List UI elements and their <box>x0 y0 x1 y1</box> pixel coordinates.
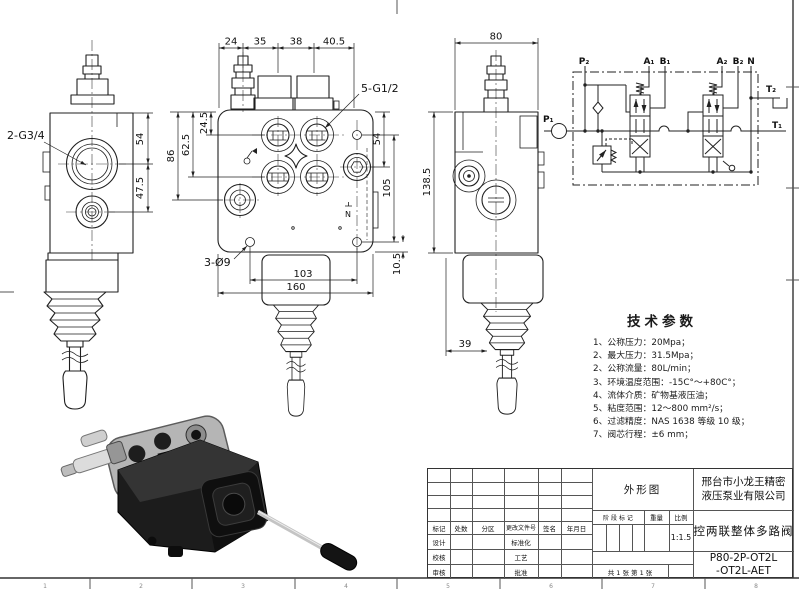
port-label-p1: P₁ <box>543 115 554 125</box>
dim-label: 86 <box>166 150 177 163</box>
port-label-b1: B₁ <box>660 57 671 67</box>
tech-param-item: 5、粘度范围：12～800 mm²/s； <box>593 404 728 415</box>
right-view: 80 138.5 39 <box>422 32 545 415</box>
rev-header-sign: 签名 <box>543 524 556 533</box>
tech-param-item: 7、阀芯行程：±6 mm； <box>593 430 694 441</box>
tech-param-item: 4、流体介质：矿物基液压油； <box>593 390 713 401</box>
dim-label: 80 <box>490 32 503 43</box>
zone-number: 4 <box>344 583 348 590</box>
tech-params-title: 技术参数 <box>627 314 697 330</box>
dim-label: 62.5 <box>181 134 192 156</box>
port-label-n: N <box>747 57 755 67</box>
rev-header-count: 处数 <box>454 524 468 533</box>
rev-header-zone: 分区 <box>481 524 495 533</box>
sheet-info: 共 1 张 第 1 张 <box>607 568 653 577</box>
dim-label: 35 <box>254 37 267 48</box>
tech-param-item: 1、公称压力：20Mpa； <box>593 338 690 348</box>
dim-label: 47.5 <box>135 177 146 199</box>
row-audit: 审核 <box>432 568 446 577</box>
tech-param-item: 2、公称流量：80L/min； <box>593 364 696 375</box>
port-label-a2: A₂ <box>717 57 728 67</box>
dim-label: 105 <box>382 178 393 197</box>
row-approve: 批准 <box>514 568 528 577</box>
dim-label: 54 <box>135 133 146 146</box>
dim-label: 10.5 <box>392 253 403 275</box>
dim-label: 24.5 <box>199 112 210 134</box>
row-design: 设计 <box>432 538 446 547</box>
dim-label: 103 <box>293 269 312 280</box>
row-check: 校核 <box>432 553 446 562</box>
dim-label: 54 <box>372 133 383 146</box>
stage-mark-header: 阶 段 标 记 <box>603 514 633 522</box>
company-name: 邢台市小龙王精密液压泵业有限公司 <box>701 475 786 502</box>
n-marking: N <box>345 210 351 219</box>
dim-label: 160 <box>286 282 305 293</box>
row-standardization: 标准化 <box>511 538 531 547</box>
product-name: 控两联整体多路阀 <box>693 523 794 538</box>
port-label-a1: A₁ <box>644 57 655 67</box>
port-label-p2: P₂ <box>579 57 590 67</box>
tech-param-item: 6、过滤精度：NAS 1638 等级 10 级； <box>593 417 750 428</box>
zone-number: 1 <box>43 583 47 590</box>
hydraulic-schematic: P₁ P₂ A₁ B₁ A₂ B₂ N T₂ T₁ <box>543 57 788 186</box>
center-view: 24 35 38 40.5 <box>166 37 408 417</box>
zone-number: 7 <box>651 583 655 590</box>
rev-header-date: 年月日 <box>566 524 587 533</box>
rev-header-mark: 标记 <box>432 524 446 533</box>
port-thread-label: 5-G1/2 <box>361 82 399 95</box>
title-block: 标记 处数 分区 更改文件号 签名 年月日 设计 标准化 校核 工艺 审核 批准… <box>427 468 794 579</box>
dim-label: 39 <box>459 339 472 350</box>
port-label-b2: B₂ <box>733 57 744 67</box>
tech-param-item: 2、最大压力：31.5Mpa； <box>593 351 699 362</box>
rev-header-doc: 更改文件号 <box>505 525 536 532</box>
port-label-t1: T₁ <box>772 121 782 131</box>
model-number: P80-2P-OT2L-OT2L-AET <box>709 551 778 577</box>
left-view: 54 47.5 2-G3/4 <box>7 40 153 410</box>
dim-label: 138.5 <box>422 168 433 197</box>
zone-number: 6 <box>549 583 553 590</box>
zone-number: 3 <box>241 583 245 590</box>
row-process: 工艺 <box>514 553 528 562</box>
zone-number: 2 <box>139 583 143 590</box>
tech-param-item: 3、环境温度范围：-15C°～+80C°； <box>593 377 741 388</box>
dim-label: 40.5 <box>323 37 345 48</box>
scale-value: 1:1.5 <box>670 533 692 542</box>
scale-header: 比例 <box>674 514 688 522</box>
product-photo <box>60 415 358 571</box>
technical-parameters: 技术参数 1、公称压力：20Mpa； 2、最大压力：31.5Mpa； 2、公称流… <box>593 310 795 443</box>
dim-label: 24 <box>225 37 238 48</box>
zone-number: 5 <box>446 583 450 590</box>
weight-header: 重量 <box>650 514 663 522</box>
port-label-t2: T₂ <box>766 85 776 95</box>
zone-number: 8 <box>754 583 758 590</box>
port-thread-label: 2-G3/4 <box>7 129 45 142</box>
hole-callout-label: 3-Ø9 <box>204 256 231 269</box>
drawing-type: 外形图 <box>623 484 662 496</box>
dim-label: 38 <box>290 37 303 48</box>
